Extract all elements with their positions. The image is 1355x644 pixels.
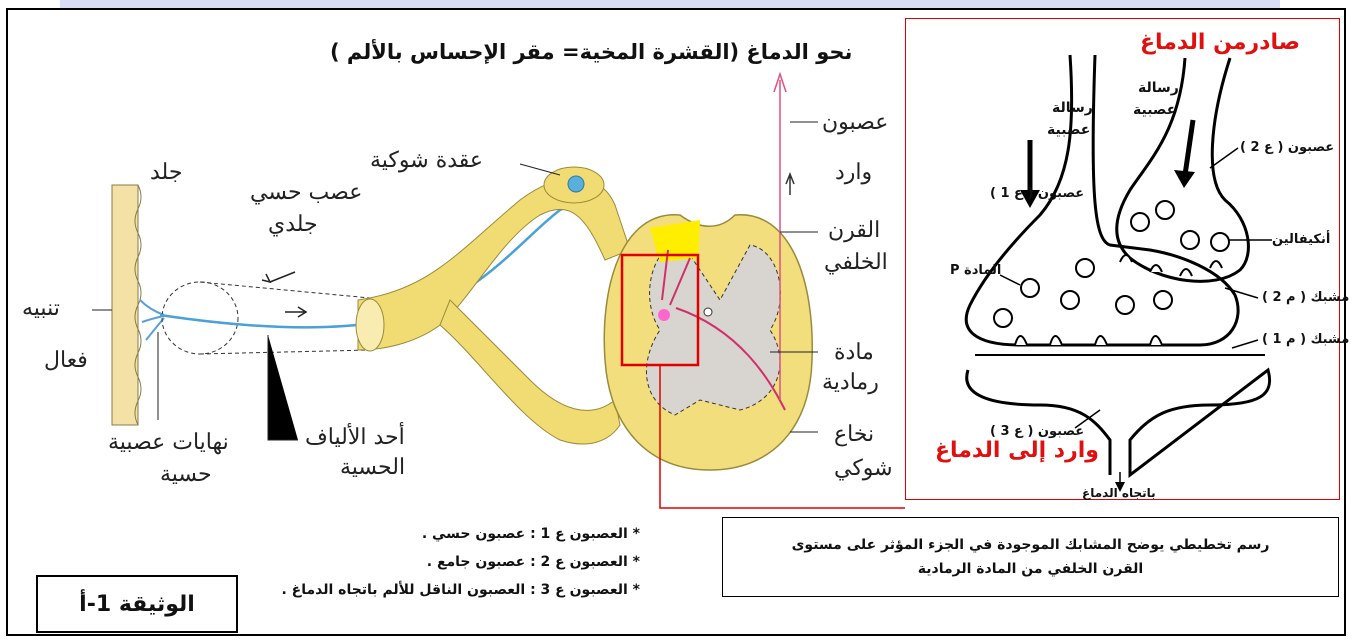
leader-m2 [1225, 288, 1258, 298]
message-2-line1: رسالة [1138, 80, 1179, 96]
label-synapse-m1: مشبك ( م 1 ) [1262, 332, 1349, 347]
leader-substance-p [1000, 275, 1020, 285]
caption-line-1: رسم تخطيطي يوضح المشابك الموجودة في الجز… [792, 533, 1270, 557]
message-1-line1: رسالة [1052, 100, 1093, 116]
caption-line-2: القرن الخلفي من المادة الرمادية [918, 557, 1143, 581]
message-arrow-2 [1185, 120, 1193, 175]
message-2-line2: عصبية [1133, 102, 1176, 118]
label-synapse-m2: مشبك ( م 2 ) [1262, 290, 1349, 305]
caption-box: رسم تخطيطي يوضح المشابك الموجودة في الجز… [722, 517, 1339, 597]
label-neuron-e3: عصبون ( ع 3 ) [990, 424, 1084, 439]
label-substance-p: المادة P [950, 263, 1001, 278]
leader-m1 [1232, 340, 1258, 348]
label-neuron-e1: عصبون ( ع 1 ) [990, 186, 1084, 201]
efferent-title: صادرمن الدماغ [1140, 30, 1300, 55]
afferent-title: وارد إلى الدماغ [935, 438, 1099, 463]
label-enkephalin: أنكيفالين [1272, 232, 1330, 247]
label-to-brain: باتجاه الدماغ [1082, 486, 1156, 500]
message-1-line2: عصبية [1047, 122, 1090, 138]
label-neuron-e2: عصبون ( ع 2 ) [1240, 140, 1334, 155]
leader-e2 [1210, 148, 1238, 168]
